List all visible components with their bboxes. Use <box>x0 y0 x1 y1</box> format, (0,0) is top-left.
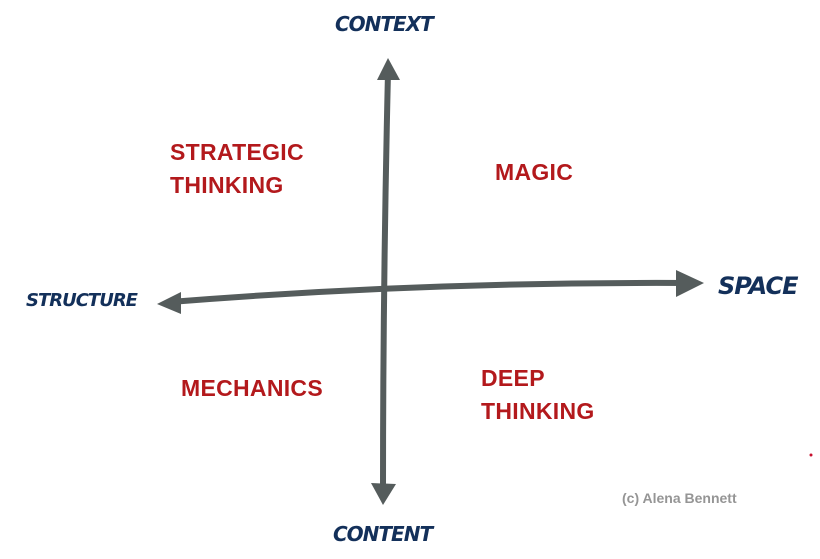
copyright: (c) Alena Bennett <box>622 490 737 506</box>
quadrant-text: MAGIC <box>495 159 574 185</box>
red-dot <box>809 453 813 457</box>
quadrant-text: STRATEGIC <box>170 139 304 165</box>
quadrant-top-right: MAGIC <box>495 156 573 189</box>
axis-label-right: SPACE <box>718 272 799 300</box>
quadrant-text: THINKING <box>481 398 595 424</box>
quadrant-text: THINKING <box>170 172 284 198</box>
arrowhead-left-icon <box>157 292 181 314</box>
axis-label-top: CONTEXT <box>335 12 434 36</box>
quadrant-bottom-left: MECHANICS <box>181 372 323 405</box>
quadrant-top-left: STRATEGIC THINKING <box>170 136 304 202</box>
quadrant-text: DEEP <box>481 365 545 391</box>
arrowhead-down-icon <box>371 483 396 505</box>
vertical-axis-line <box>380 69 391 491</box>
quadrant-bottom-right: DEEP THINKING <box>481 362 595 428</box>
quadrant-text: MECHANICS <box>181 375 323 401</box>
axis-label-left: STRUCTURE <box>26 290 138 311</box>
arrowhead-up-icon <box>377 58 400 80</box>
arrowhead-right-icon <box>676 270 704 297</box>
axis-label-bottom: CONTENT <box>333 522 433 546</box>
horizontal-axis-line <box>167 279 693 305</box>
